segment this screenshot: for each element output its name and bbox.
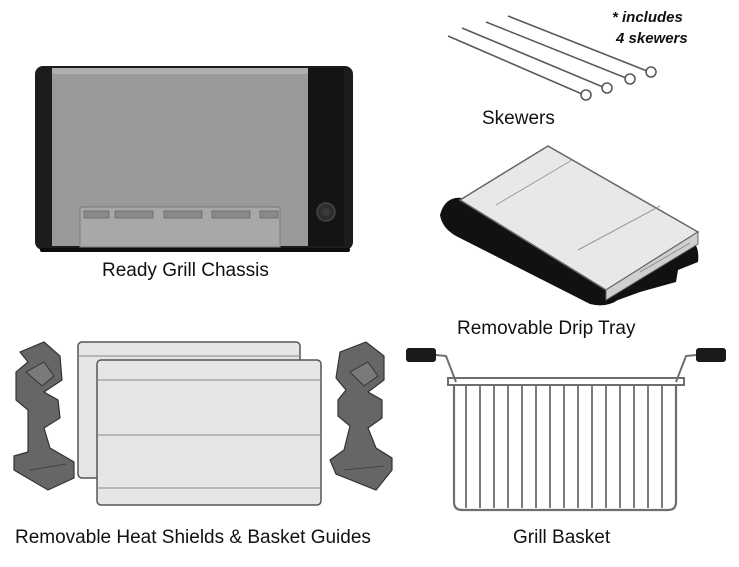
skewers-label: Skewers <box>482 108 555 129</box>
drip-tray-label: Removable Drip Tray <box>457 318 636 339</box>
grill-basket <box>406 348 726 512</box>
skewers-note-line2: 4 skewers <box>616 30 688 47</box>
grill-basket-label: Grill Basket <box>513 527 611 548</box>
basket-guide-left <box>13 341 75 491</box>
heat-shields-label: Removable Heat Shields & Basket Guides <box>15 527 371 548</box>
chassis-label: Ready Grill Chassis <box>102 260 269 281</box>
grill-chassis <box>35 66 353 252</box>
heat-shields <box>77 341 322 506</box>
basket-guide-right <box>329 341 393 491</box>
skewers-note-line1: * includes <box>612 9 683 26</box>
drip-tray <box>440 145 700 306</box>
skewers-illustration <box>447 15 657 101</box>
